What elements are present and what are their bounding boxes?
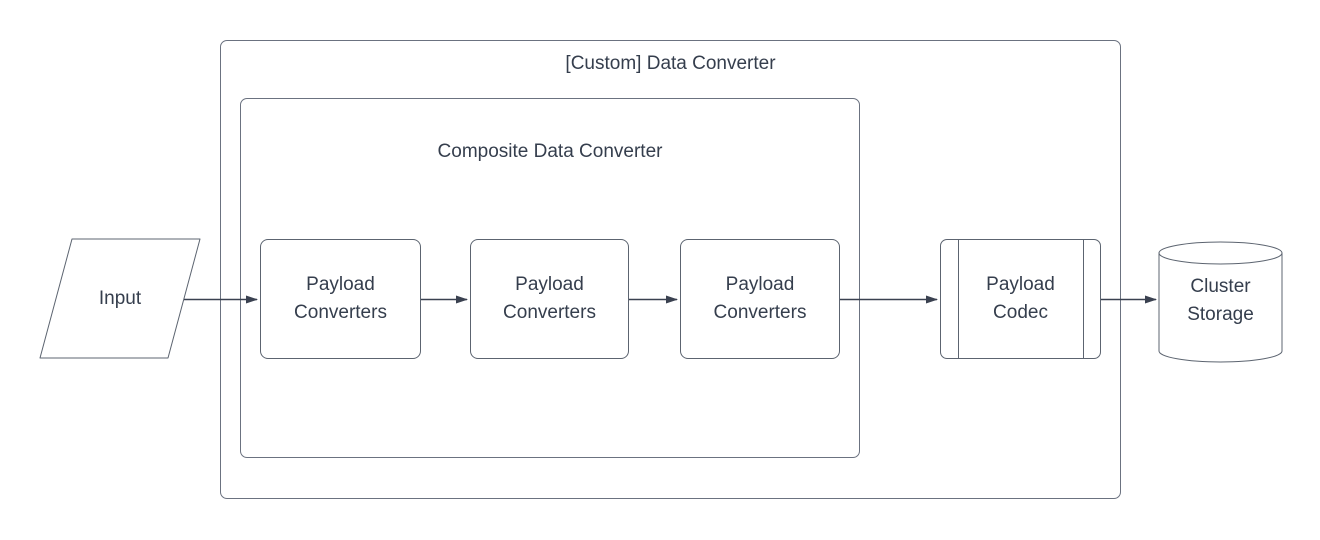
payload-converters-1-label: Payload Converters <box>294 274 387 323</box>
custom-data-converter-container: [Custom] Data Converter <box>220 40 1121 499</box>
payload-converters-3-label: Payload Converters <box>713 274 807 323</box>
payload-codec-node: Payload Codec <box>940 239 1101 359</box>
payload-converters-3-node: Payload Converters <box>680 239 840 359</box>
cluster-storage-node-shape <box>1158 241 1283 363</box>
payload-converters-2-node: Payload Converters <box>470 239 629 359</box>
composite-data-converter-title: Composite Data Converter <box>437 141 663 162</box>
composite-data-converter-container: Composite Data Converter <box>240 98 860 458</box>
payload-codec-label: Payload Codec <box>986 274 1055 323</box>
custom-data-converter-title: [Custom] Data Converter <box>565 53 776 74</box>
payload-codec-left-bar <box>958 240 959 358</box>
payload-codec-right-bar <box>1083 240 1084 358</box>
payload-converters-1-node: Payload Converters <box>260 239 421 359</box>
payload-converters-2-label: Payload Converters <box>503 274 596 323</box>
input-node-shape <box>39 238 201 359</box>
